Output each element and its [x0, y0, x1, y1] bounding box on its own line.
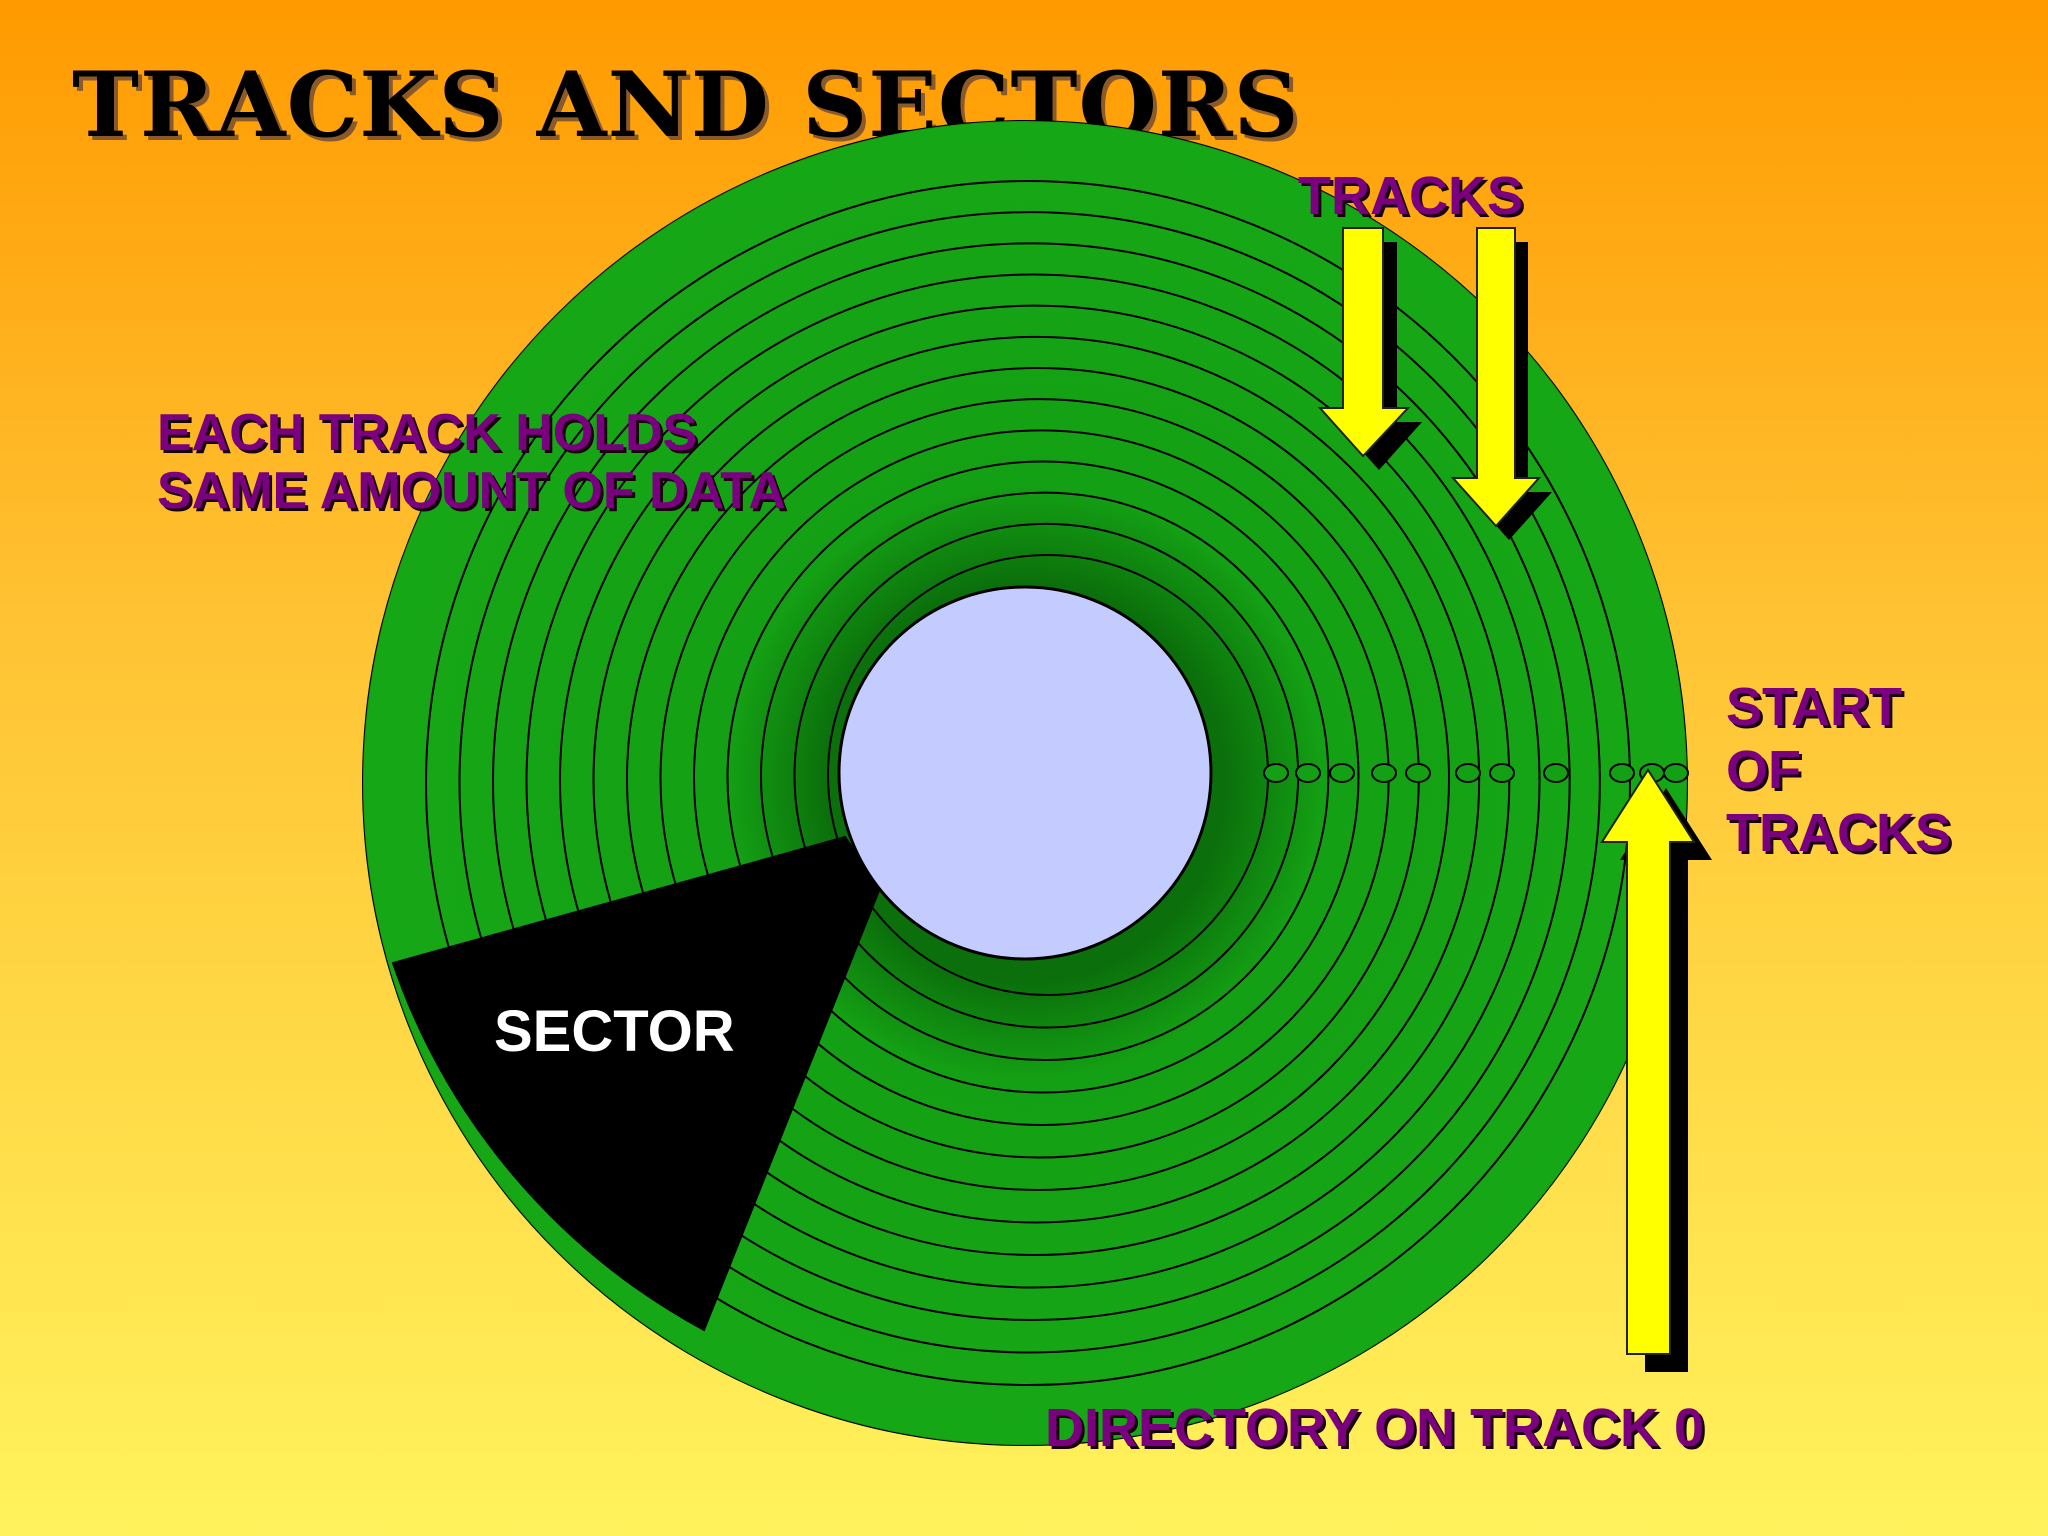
start-marker	[1543, 763, 1569, 783]
start-marker	[1405, 763, 1431, 783]
track-arrow-2	[1450, 227, 1552, 540]
sector-label: SECTOR	[494, 999, 735, 1064]
directory-arrow	[1600, 768, 1712, 1372]
track-ring	[458, 211, 1601, 1354]
start-marker	[1663, 763, 1689, 783]
each-track-note: EACH TRACK HOLDS SAME AMOUNT OF DATA	[157, 404, 786, 520]
sector-wedge	[391, 835, 882, 1332]
start-marker	[1295, 763, 1321, 783]
start-marker	[1455, 763, 1481, 783]
start-of-tracks-line1: START	[1726, 677, 1902, 737]
start-of-tracks-label: START OF TRACKS	[1726, 676, 1951, 866]
track-ring	[760, 491, 1330, 1061]
track-ring	[592, 335, 1481, 1224]
directory-label: DIRECTORY ON TRACK 0	[1045, 1398, 1705, 1458]
start-marker	[1609, 763, 1635, 783]
track-arrow-1	[1317, 227, 1422, 470]
each-track-note-line2: SAME AMOUNT OF DATA	[157, 462, 786, 521]
track-ring	[492, 242, 1571, 1321]
track-ring	[525, 273, 1541, 1289]
each-track-note-line1: EACH TRACK HOLDS	[157, 404, 698, 462]
disk-hub	[837, 585, 1213, 961]
start-marker	[1371, 763, 1397, 783]
start-marker	[1489, 763, 1515, 783]
track-ring	[425, 180, 1631, 1386]
start-marker	[1329, 763, 1355, 783]
track-ring	[726, 460, 1360, 1094]
track-ring	[626, 367, 1450, 1191]
start-marker	[1263, 763, 1289, 783]
start-of-track-markers	[1263, 763, 1689, 783]
start-of-tracks-line3: TRACKS	[1726, 803, 1951, 864]
tracks-label: TRACKS	[1298, 166, 1523, 226]
start-of-tracks-line2: OF	[1726, 740, 1801, 801]
